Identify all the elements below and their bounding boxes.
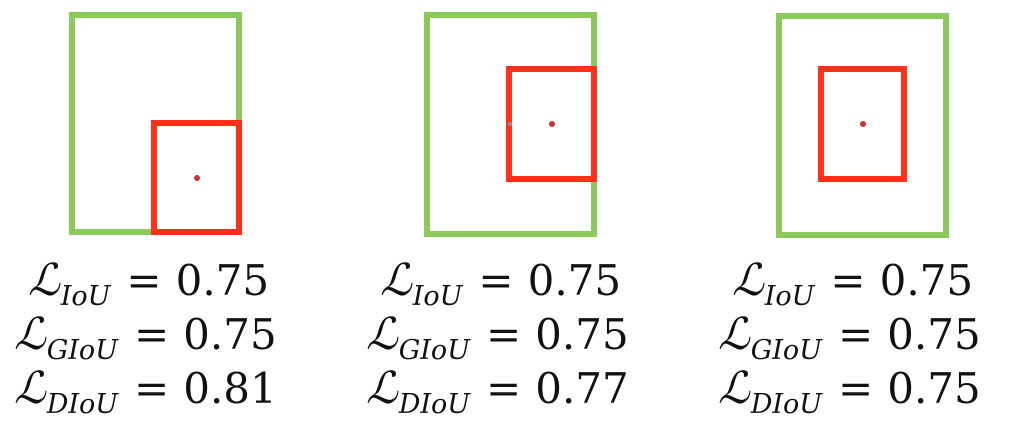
loss-symbol: ℒ: [28, 255, 60, 306]
equals-sign: =: [126, 256, 162, 305]
loss-value: 0.75: [183, 310, 277, 359]
predicted-box: [151, 120, 242, 235]
equals-sign: =: [134, 364, 170, 413]
loss-symbol: ℒ: [366, 363, 398, 414]
loss-value: 0.75: [887, 364, 981, 413]
loss-subscript: GIoU: [750, 335, 822, 366]
equals-sign: =: [485, 310, 522, 359]
loss-subscript: DIoU: [750, 389, 823, 420]
loss-subscript: DIoU: [46, 389, 119, 420]
predicted-box: [818, 66, 907, 182]
loss-subscript: GIoU: [398, 335, 470, 366]
loss-value: 0.75: [879, 256, 974, 305]
loss-value: 0.75: [535, 310, 629, 359]
equals-sign: =: [830, 256, 866, 305]
ground-truth-box-center-dot: [508, 122, 512, 126]
loss-symbol: ℒ: [718, 363, 750, 414]
equals-sign: =: [838, 364, 874, 413]
loss-subscript: IoU: [764, 281, 815, 312]
predicted-box-center-dot: [549, 121, 555, 127]
equals-sign: =: [478, 256, 514, 305]
predicted-box-center-dot: [860, 121, 866, 127]
loss-symbol: ℒ: [14, 363, 46, 414]
loss-subscript: IoU: [60, 281, 111, 312]
loss-symbol: ℒ: [14, 309, 46, 360]
loss-value: 0.75: [887, 310, 981, 359]
loss-value: 0.75: [527, 256, 622, 305]
equals-sign: =: [133, 310, 170, 359]
loss-value: 0.77: [535, 364, 629, 413]
loss-subscript: IoU: [412, 281, 463, 312]
equals-sign: =: [837, 310, 874, 359]
loss-subscript: GIoU: [46, 335, 118, 366]
loss-symbol: ℒ: [732, 255, 764, 306]
loss-symbol: ℒ: [366, 309, 398, 360]
loss-subscript: DIoU: [398, 389, 471, 420]
predicted-box-center-dot: [194, 175, 200, 181]
loss-symbol: ℒ: [718, 309, 750, 360]
ground-truth-box: [776, 13, 949, 238]
equals-sign: =: [486, 364, 522, 413]
loss-value: 0.75: [175, 256, 270, 305]
loss-value: 0.81: [183, 364, 277, 413]
loss-symbol: ℒ: [380, 255, 412, 306]
